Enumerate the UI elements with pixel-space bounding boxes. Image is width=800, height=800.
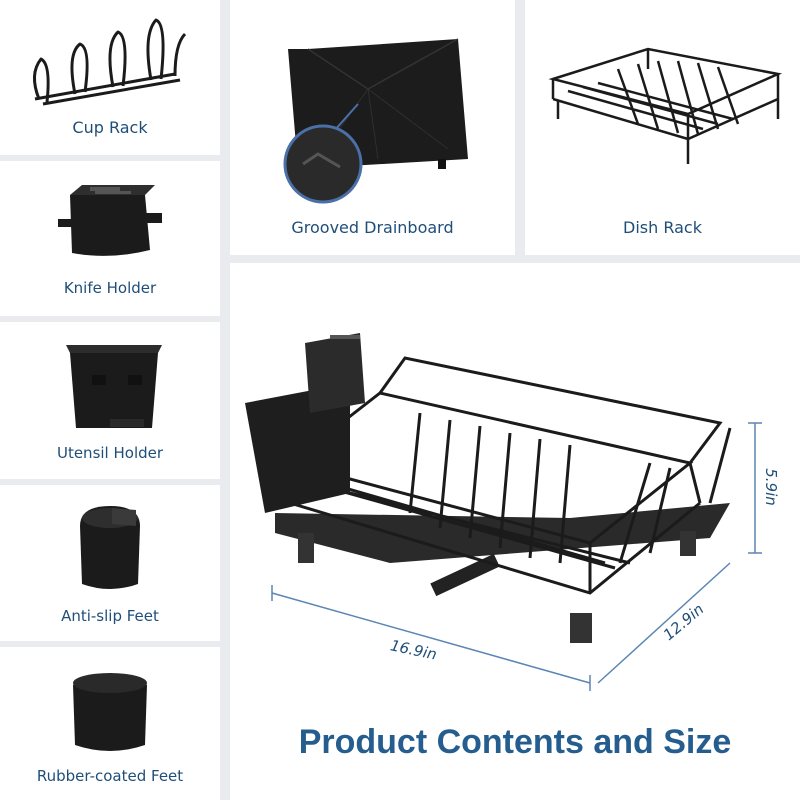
panel-grooved-drainboard: Grooved Drainboard (230, 0, 515, 255)
panel-cup-rack: Cup Rack (0, 0, 220, 155)
utensil-holder-image (0, 322, 220, 444)
cup-rack-image (0, 0, 220, 118)
dish-rack-image (525, 0, 800, 218)
anti-slip-feet-label: Anti-slip Feet (61, 607, 159, 625)
utensil-holder-label: Utensil Holder (56, 444, 164, 462)
knife-holder-image (0, 161, 220, 279)
panel-product-main: 16.9in 12.9in 5.9in Product Contents and… (230, 263, 800, 800)
grooved-drainboard-image (230, 0, 515, 218)
knife-holder-label: Knife Holder (63, 279, 157, 297)
dimension-height-label: 5.9in (761, 468, 780, 506)
anti-slip-feet-image (0, 485, 220, 607)
product-main-image (245, 333, 762, 691)
panel-knife-holder: Knife Holder (0, 161, 220, 316)
panel-utensil-holder: Utensil Holder (0, 322, 220, 479)
panel-rubber-coated-feet: Rubber-coated Feet (0, 647, 220, 800)
rubber-coated-feet-label: Rubber-coated Feet (36, 767, 184, 785)
main-title: Product Contents and Size (298, 723, 732, 761)
rubber-coated-feet-image (0, 647, 220, 767)
cup-rack-label: Cup Rack (72, 118, 148, 137)
grooved-drainboard-label: Grooved Drainboard (291, 218, 454, 237)
dish-rack-label: Dish Rack (623, 218, 702, 237)
panel-dish-rack: Dish Rack (525, 0, 800, 255)
panel-anti-slip-feet: Anti-slip Feet (0, 485, 220, 641)
